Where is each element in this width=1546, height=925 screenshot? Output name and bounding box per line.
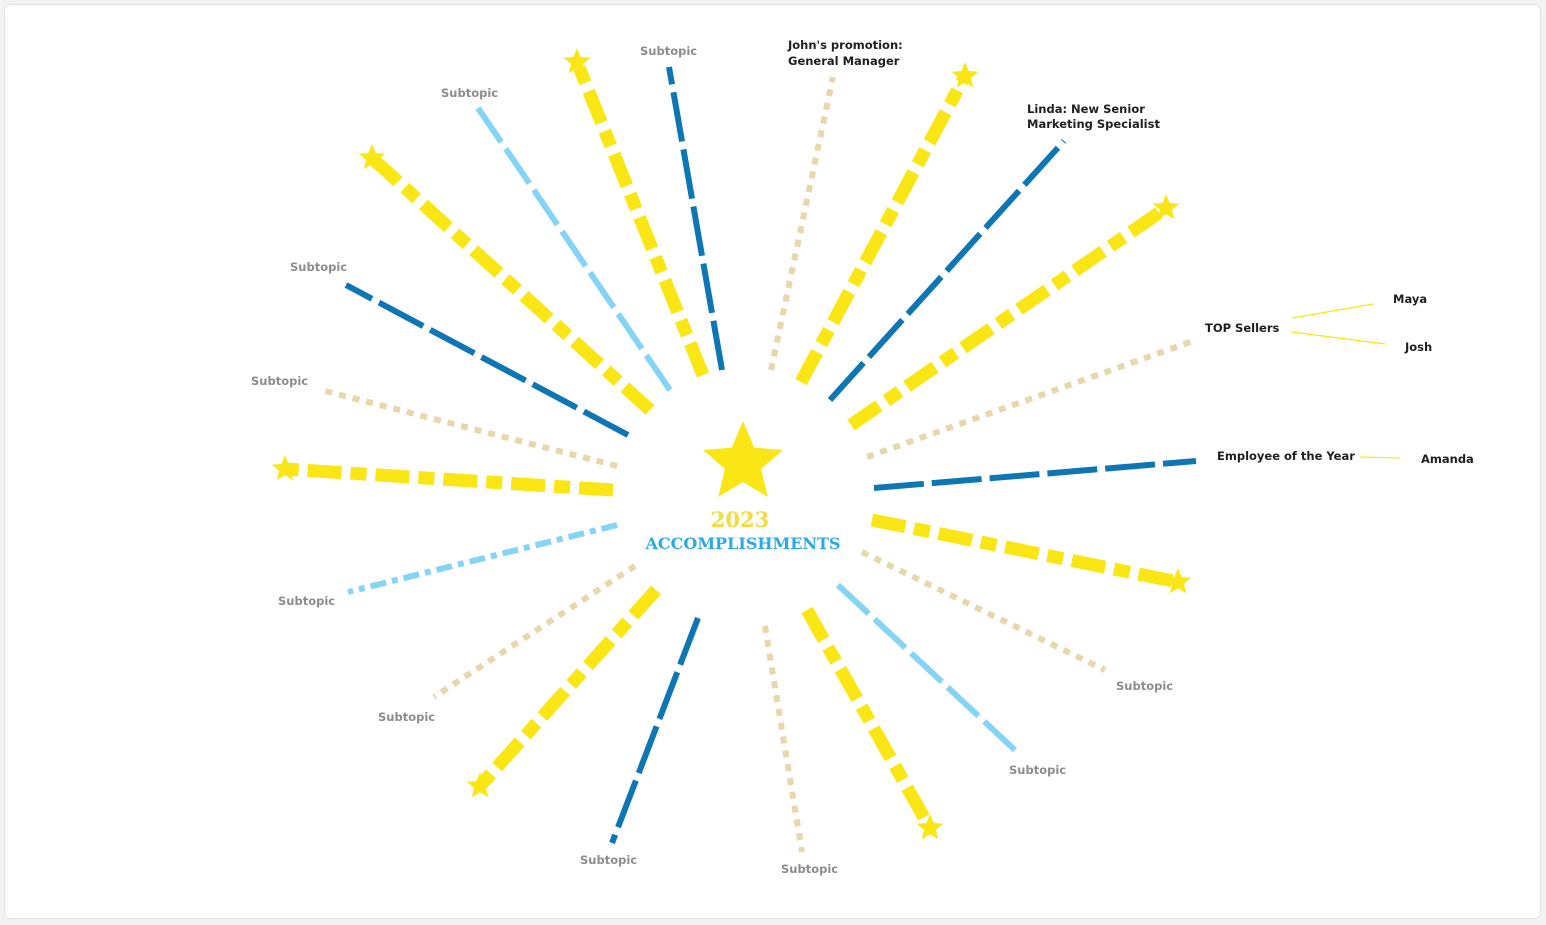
ray-branch-21 [795,72,971,386]
star-icon [271,455,299,481]
star-icon [1164,568,1192,594]
ray-branch-14 [835,582,1020,755]
center-year: 2023 [711,507,769,532]
star-icons-layer [271,48,1192,840]
linda-label-line2[interactable]: Marketing Specialist [1027,117,1160,131]
star-icon [466,772,494,798]
ray-branch-3 [475,106,673,392]
sub-item-connector [1291,331,1386,345]
ray-branch-11 [609,616,701,845]
subtopic-label[interactable]: Subtopic [251,374,308,388]
connectors-layer [1291,303,1401,459]
ray-branch-18 [865,338,1195,460]
ray-branch-2 [666,66,725,371]
amanda-label[interactable]: Amanda [1421,452,1474,466]
center-topic[interactable]: 2023 ACCOMPLISHMENTS [645,421,841,553]
subtopic-label[interactable]: Subtopic [441,86,498,100]
ray-branch-8 [347,522,618,595]
star-icon [1152,194,1180,220]
ray-branch-7 [284,462,614,497]
subtopic-label[interactable]: Subtopic [640,44,697,58]
subtopic-label[interactable]: Subtopic [781,862,838,876]
ray-branch-10 [475,585,661,791]
linda-label-line1[interactable]: Linda: New Senior [1027,102,1145,116]
sub-item-connector [1291,303,1374,319]
ray-branch-6 [324,388,618,469]
star-icon [916,814,944,840]
subtopic-label[interactable]: Subtopic [378,710,435,724]
ray-branch-20 [827,138,1067,403]
sub-item-connector [1359,456,1401,459]
maya-label[interactable]: Maya [1393,292,1427,306]
canvas-frame [4,4,1541,919]
ray-branch-13 [801,606,936,832]
ray-branch-1 [570,59,710,378]
top-sellers-label[interactable]: TOP Sellers [1205,321,1279,335]
ray-branch-16 [870,513,1180,589]
ray-branch-12 [762,625,805,853]
johns-promotion-label-line1[interactable]: John's promotion: [787,38,903,52]
center-star-icon [703,421,783,497]
ray-branch-17 [873,458,1197,491]
subtopic-label[interactable]: Subtopic [278,594,335,608]
rays-layer [284,59,1197,853]
star-icon [951,62,979,88]
center-title: ACCOMPLISHMENTS [645,534,841,553]
ray-branch-15 [860,549,1107,673]
star-icon [563,48,591,74]
ray-branch-22 [768,76,836,371]
star-icon [358,144,386,170]
johns-promotion-label-line2[interactable]: General Manager [788,54,900,68]
employee-of-the-year-label[interactable]: Employee of the Year [1217,449,1355,463]
josh-label[interactable]: Josh [1404,340,1432,354]
subtopic-label[interactable]: Subtopic [1116,679,1173,693]
ray-branch-4 [367,153,655,415]
subtopic-label[interactable]: Subtopic [290,260,347,274]
ray-branch-5 [344,282,630,438]
subtopic-label[interactable]: Subtopic [1009,763,1066,777]
ray-branch-9 [432,563,637,700]
subtopic-label[interactable]: Subtopic [580,853,637,867]
ray-branch-19 [847,202,1170,431]
